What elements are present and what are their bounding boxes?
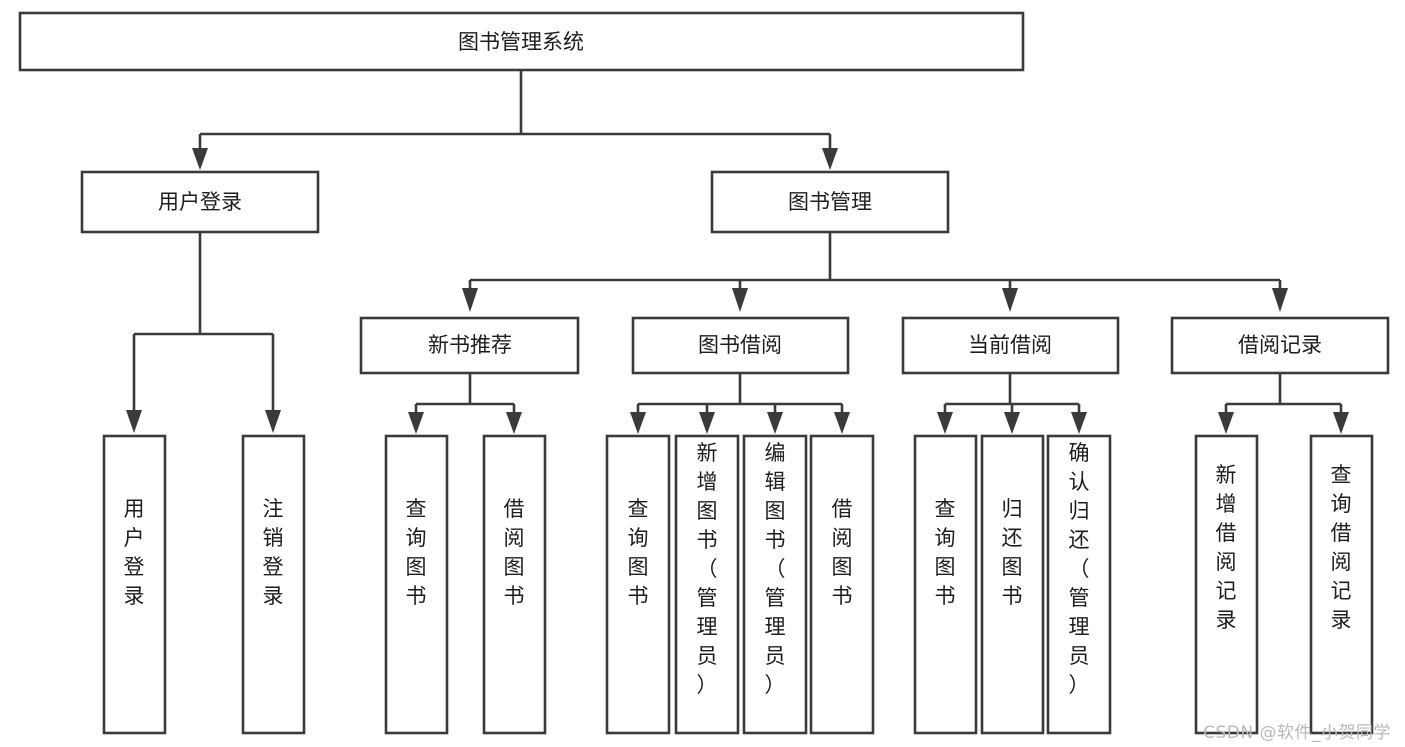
connector-book-borrow-to-leaves [630,373,850,434]
arrow-head-leaf-b2 [699,412,715,434]
leaf-user-login-1-label: 用户登录 [124,497,145,608]
leaf-user-login-2-label: 注销登录 [263,497,284,608]
leaf-user-login-1[interactable]: 用户登录 [102,434,167,735]
leaf-borrow-record-2-label: 查询借阅记录 [1331,463,1352,632]
leaf-current-borrow-2[interactable]: 归还图书 [980,434,1045,735]
node-root-label: 图书管理系统 [458,30,584,54]
arrow-head-leaf-u1 [126,410,142,433]
leaf-current-borrow-3-label: 确认归还（管理员） [1069,441,1090,697]
arrow-head-leaf-n2 [506,412,522,434]
node-book-borrow-label: 图书借阅 [698,333,782,357]
node-current-borrow-label: 当前借阅 [968,333,1052,357]
leaf-new-book-1-label: 查询图书 [406,497,427,608]
leaf-book-borrow-4-label: 借阅图书 [832,497,853,608]
leaf-book-borrow-2[interactable]: 新增图书（管理员） [674,434,740,735]
leaf-current-borrow-1[interactable]: 查询图书 [913,434,978,735]
arrow-head-l2-3 [1002,288,1018,312]
node-book-borrow[interactable]: 图书借阅 [631,316,850,375]
leaf-book-borrow-1[interactable]: 查询图书 [605,434,671,735]
node-borrow-record-box [1170,316,1390,375]
leaf-book-borrow-1-label: 查询图书 [628,497,649,608]
leaf-user-login-1-box [102,434,167,735]
node-new-book-recommend-box [359,316,580,375]
node-borrow-record-label: 借阅记录 [1238,333,1322,357]
csdn-watermark: CSDN @软件_小贺同学 [1203,723,1391,743]
leaf-current-borrow-3-box [1046,434,1112,735]
node-user-login[interactable]: 用户登录 [80,170,320,234]
leaf-user-login-2-box [241,434,306,735]
leaf-book-borrow-2-label: 新增图书（管理员） [697,441,718,697]
leaf-current-borrow-2-box [980,434,1045,735]
node-new-book-recommend-label: 新书推荐 [428,333,512,357]
leaf-borrow-record-2-box [1309,434,1374,735]
arrow-head-leaf-b4 [834,412,850,434]
leaf-borrow-record-2[interactable]: 查询借阅记录 [1309,434,1374,735]
connector-current-borrow-to-leaves [937,373,1087,434]
arrow-head-leaf-c2 [1004,412,1020,434]
leaf-book-borrow-3-label: 编辑图书（管理员） [765,441,786,697]
leaf-current-borrow-1-label: 查询图书 [935,497,956,608]
arrow-head-user-login [192,148,208,170]
node-book-management-box [710,170,950,234]
leaf-new-book-1-box [384,434,449,735]
arrow-head-l2-2 [732,288,748,312]
leaf-new-book-2-box [482,434,547,735]
node-new-book-recommend[interactable]: 新书推荐 [359,316,580,375]
arrow-head-l2-4 [1272,288,1288,312]
leaf-borrow-record-1-box [1194,434,1259,735]
arrow-head-leaf-u2 [265,410,281,433]
node-borrow-record[interactable]: 借阅记录 [1170,316,1390,375]
leaf-current-borrow-3[interactable]: 确认归还（管理员） [1046,434,1112,735]
connector-borrow-record-to-leaves [1218,373,1349,434]
leaf-book-borrow-4-box [809,434,875,735]
node-book-management-label: 图书管理 [788,190,872,214]
connector-root-to-level1 [192,70,838,170]
node-book-borrow-box [631,316,850,375]
leaf-current-borrow-1-box [913,434,978,735]
arrow-head-l2-1 [462,288,478,312]
leaf-book-borrow-3-box [742,434,808,735]
node-root-box [18,11,1025,72]
leaf-book-borrow-4[interactable]: 借阅图书 [809,434,875,735]
connector-book-mgmt-to-level2 [462,232,1288,312]
node-current-borrow[interactable]: 当前借阅 [901,316,1120,375]
node-user-login-label: 用户登录 [158,190,242,214]
node-root[interactable]: 图书管理系统 [18,11,1025,72]
leaf-book-borrow-3[interactable]: 编辑图书（管理员） [742,434,808,735]
connector-user-login-to-leaves [126,232,281,433]
arrow-head-leaf-b3 [767,412,783,434]
leaf-borrow-record-1[interactable]: 新增借阅记录 [1194,434,1259,735]
leaf-new-book-1[interactable]: 查询图书 [384,434,449,735]
arrow-head-leaf-r1 [1218,412,1234,434]
leaf-user-login-2[interactable]: 注销登录 [241,434,306,735]
connector-new-book-to-leaves [408,373,522,434]
leaf-new-book-2[interactable]: 借阅图书 [482,434,547,735]
leaf-book-borrow-2-box [674,434,740,735]
arrow-head-leaf-c3 [1071,412,1087,434]
leaf-borrow-record-1-label: 新增借阅记录 [1216,463,1237,632]
leaf-book-borrow-1-box [605,434,671,735]
leaf-current-borrow-2-label: 归还图书 [1002,497,1023,608]
arrow-head-leaf-b1 [630,412,646,434]
arrow-head-leaf-r2 [1333,412,1349,434]
arrow-head-leaf-n1 [408,412,424,434]
node-current-borrow-box [901,316,1120,375]
node-book-management[interactable]: 图书管理 [710,170,950,234]
arrow-head-book-mgmt [822,148,838,170]
arrow-head-leaf-c1 [937,412,953,434]
leaf-new-book-2-label: 借阅图书 [504,497,525,608]
